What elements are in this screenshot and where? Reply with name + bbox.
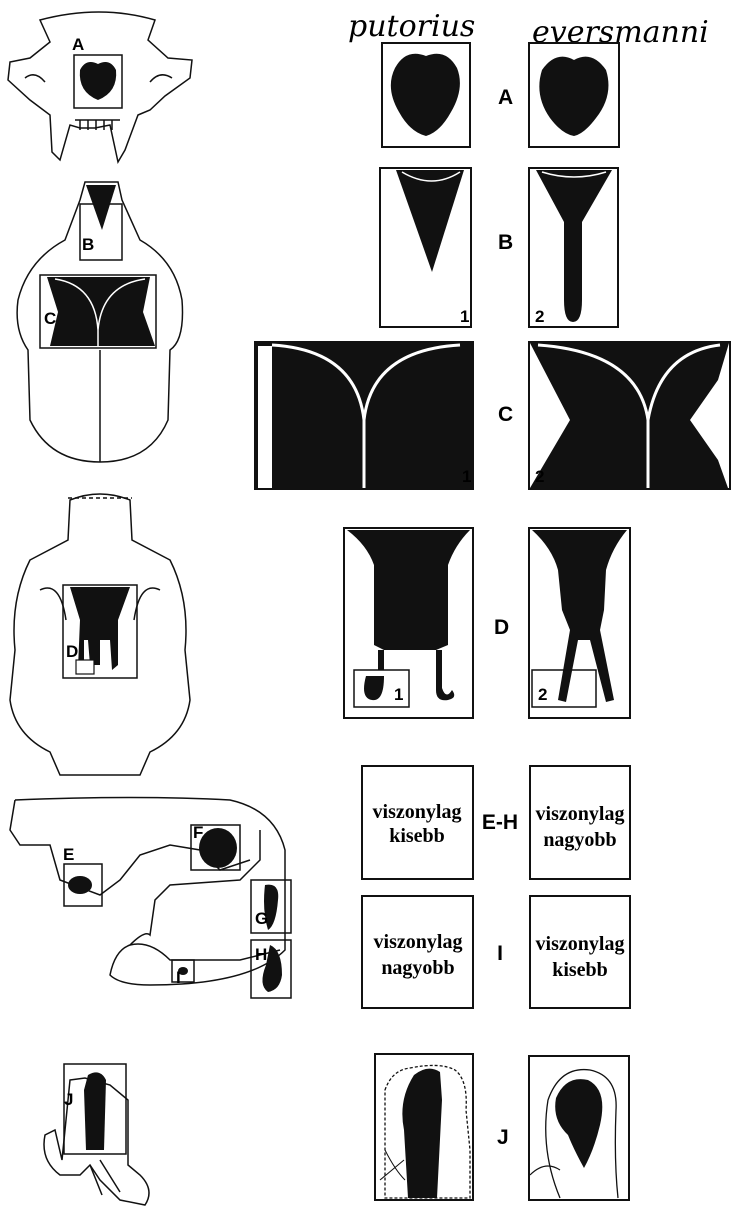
skull-e-blot bbox=[68, 876, 92, 894]
row-i-left-line1: viszonylag bbox=[374, 931, 463, 953]
skull-marker-e: E bbox=[63, 845, 74, 864]
skull-lateral-view bbox=[10, 798, 285, 986]
row-eh-left-line2: kisebb bbox=[389, 825, 445, 847]
row-d-label: D bbox=[494, 616, 509, 639]
row-c-right-num: 2 bbox=[535, 467, 544, 486]
row-j-label: J bbox=[497, 1126, 509, 1149]
skull-d-blot bbox=[70, 587, 130, 670]
row-b-label: B bbox=[498, 231, 513, 254]
skull-c-blot bbox=[47, 277, 155, 346]
skull-f-blot bbox=[199, 828, 237, 868]
row-d-right-num: 2 bbox=[538, 685, 547, 704]
skull-marker-j: J bbox=[64, 1090, 73, 1109]
row-j-left-shape bbox=[380, 1065, 470, 1198]
row-i-label: I bbox=[497, 942, 503, 965]
row-b-left-shape bbox=[396, 170, 464, 272]
row-a-right-shape bbox=[539, 57, 608, 136]
skull-marker-g: G bbox=[255, 909, 268, 928]
row-a-label: A bbox=[498, 86, 513, 109]
skull-marker-h: H bbox=[255, 945, 267, 964]
skull-a-blot bbox=[80, 62, 116, 100]
row-a-left-shape bbox=[391, 54, 460, 136]
skull-marker-c: C bbox=[44, 309, 56, 328]
row-eh-right-line1: viszonylag bbox=[536, 803, 625, 825]
row-eh-label: E-H bbox=[482, 811, 518, 834]
row-b-right-num: 2 bbox=[535, 307, 544, 326]
skull-marker-i: I bbox=[176, 968, 181, 987]
skull-marker-f: F bbox=[193, 823, 203, 842]
row-d-right-shape bbox=[532, 530, 627, 702]
row-d-left-num: 1 bbox=[394, 685, 403, 704]
skull-b-blot bbox=[86, 185, 116, 230]
row-b-right-shape bbox=[536, 170, 612, 322]
row-eh-right-line2: nagyobb bbox=[543, 829, 616, 851]
row-i-left-line2: nagyobb bbox=[381, 957, 454, 979]
row-j-right-shape bbox=[530, 1070, 618, 1198]
row-b-left-num: 1 bbox=[460, 307, 469, 326]
row-eh-left-line1: viszonylag bbox=[373, 801, 462, 823]
skull-marker-a: A bbox=[72, 35, 84, 54]
row-c-label: C bbox=[498, 403, 513, 426]
header-eversmanni: eversmanni bbox=[532, 15, 709, 50]
row-i-right-line1: viszonylag bbox=[536, 933, 625, 955]
header-putorius: putorius bbox=[348, 9, 475, 44]
row-i-right-line2: kisebb bbox=[552, 959, 608, 981]
skull-marker-b: B bbox=[82, 235, 94, 254]
skull-j-blot bbox=[84, 1072, 106, 1150]
row-c-left-num: 1 bbox=[462, 467, 471, 486]
skull-marker-d: D bbox=[66, 642, 78, 661]
row-c-right-shape bbox=[530, 343, 729, 488]
